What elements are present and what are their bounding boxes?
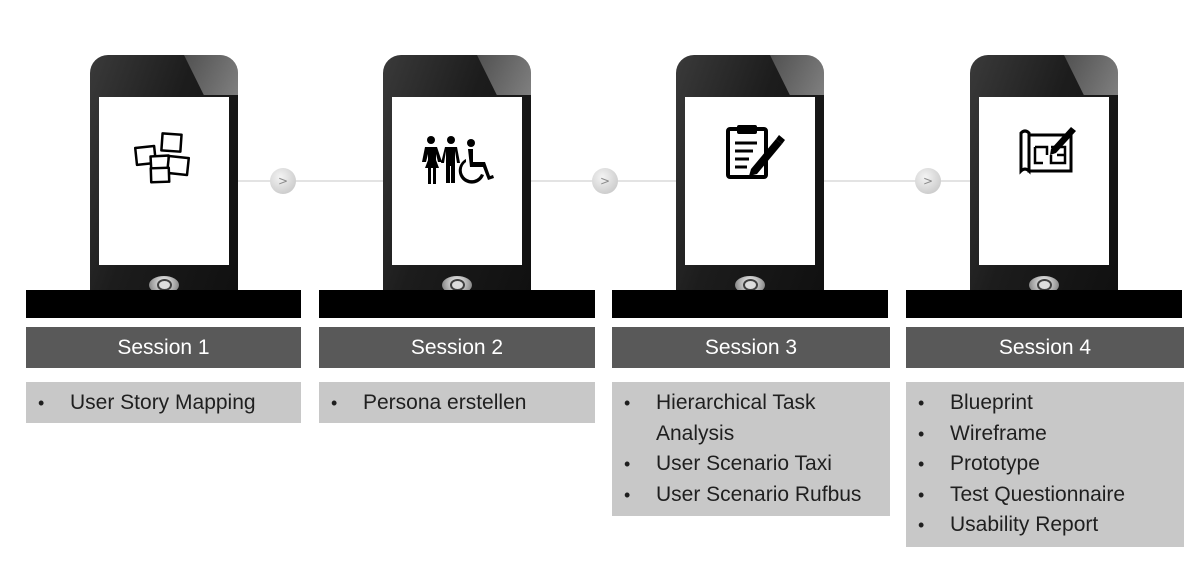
home-button: [442, 276, 472, 294]
phone-dock: [612, 290, 888, 318]
session-label: Session 1: [26, 327, 301, 368]
blueprint-icon: [1019, 127, 1076, 175]
phone-screen: [99, 97, 229, 265]
phone-screen: [979, 97, 1109, 265]
phone-screen: [392, 97, 522, 265]
phone-illustration: [676, 55, 824, 295]
next-arrow-icon: >: [592, 168, 618, 194]
list-item: •Persona erstellen: [331, 391, 527, 414]
phone-dock: [319, 290, 595, 318]
phone-dock: [26, 290, 301, 318]
list-item: •Prototype: [918, 452, 1040, 475]
session-items: •User Story Mapping: [26, 382, 301, 423]
session-label: Session 3: [612, 327, 890, 368]
list-item: •Wireframe: [918, 421, 1047, 445]
session-items: •Hierarchical Task Analysis •User Scenar…: [612, 382, 890, 516]
next-arrow-icon: >: [915, 168, 941, 194]
next-arrow-icon: >: [270, 168, 296, 194]
list-item: •Blueprint: [918, 391, 1033, 414]
session-items: •Blueprint •Wireframe •Prototype •Test Q…: [906, 382, 1184, 547]
list-item: •User Scenario Rufbus: [624, 482, 862, 506]
phone-illustration: [970, 55, 1118, 295]
session-label: Session 2: [319, 327, 595, 368]
list-item: •User Scenario Taxi: [624, 452, 832, 475]
connector-line-1: [237, 180, 383, 182]
session-label: Session 4: [906, 327, 1184, 368]
phone-dock: [906, 290, 1182, 318]
phone-illustration: [90, 55, 238, 295]
phone-screen: [685, 97, 815, 265]
home-button: [1029, 276, 1059, 294]
connector-line-3: [823, 180, 971, 182]
list-item: •User Story Mapping: [38, 391, 256, 414]
sticky-notes-icon: [134, 132, 191, 184]
home-button: [149, 276, 179, 294]
list-item: •Usability Report: [918, 513, 1099, 536]
session-items: •Persona erstellen: [319, 382, 595, 423]
people-accessibility-icon: [422, 136, 494, 184]
clipboard-pen-icon: [726, 125, 785, 179]
phone-illustration: [383, 55, 531, 295]
home-button: [735, 276, 765, 294]
list-item: •Test Questionnaire: [918, 482, 1126, 506]
list-item: •Hierarchical Task Analysis: [624, 391, 816, 445]
